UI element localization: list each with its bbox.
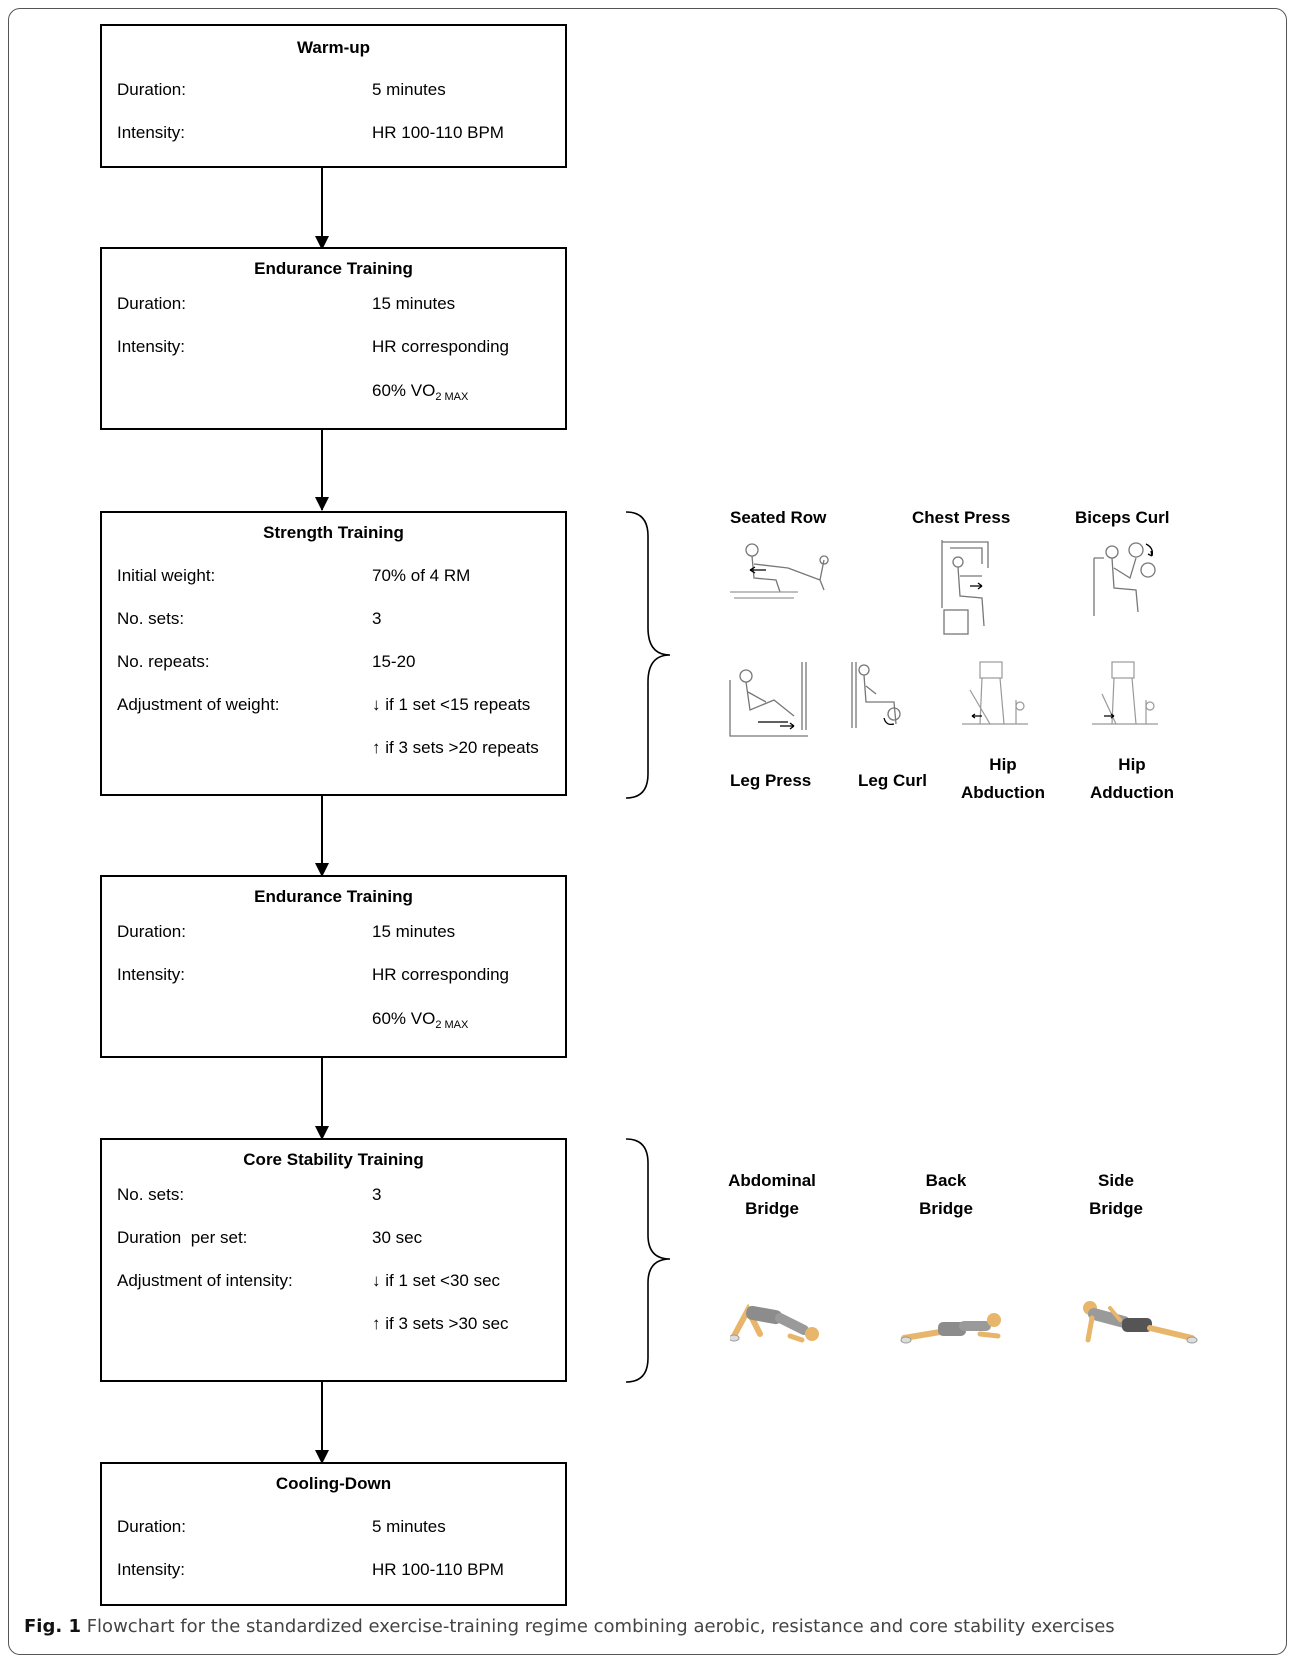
- warmup-title: Warm-up: [296, 38, 371, 57]
- warmup-intensity-label: Intensity:: [117, 123, 186, 142]
- sets-label: No. sets:: [117, 609, 185, 628]
- cooldown-duration-value: 5 minutes: [372, 1517, 446, 1536]
- abdominal-bridge-label: Abdominal Bridge: [722, 1167, 822, 1223]
- cooldown-intensity-value: HR 100-110 BPM: [372, 1560, 504, 1579]
- endurance-1-intensity-value: HR corresponding: [372, 337, 510, 356]
- back-bridge-line-1: Back: [925, 1171, 967, 1190]
- cooldown-duration-label: Duration:: [117, 1517, 186, 1536]
- core-sets-label: No. sets:: [117, 1185, 185, 1204]
- core-title: Core Stability Training: [243, 1150, 424, 1169]
- core-brace: [625, 1138, 671, 1383]
- core-stability-box: Core Stability Training No. sets: 3 Dura…: [100, 1138, 567, 1382]
- endurance-1-duration-label: Duration:: [117, 294, 186, 313]
- side-bridge-illustration: [1083, 1301, 1198, 1344]
- flow-arrow: [315, 1058, 329, 1140]
- vo2-prefix: 60% VO: [372, 1009, 436, 1028]
- endurance-2-intensity-value: HR corresponding: [372, 965, 510, 984]
- seated-row-label: Seated Row: [730, 508, 827, 527]
- vo2-subscript: 2 MAX: [435, 391, 469, 403]
- endurance-1-intensity-label: Intensity:: [117, 337, 186, 356]
- back-bridge-line-2: Bridge: [919, 1199, 973, 1218]
- hip-abduction-illustration: [962, 661, 1028, 725]
- warmup-duration-label: Duration:: [117, 80, 186, 99]
- weight-adjustment-label: Adjustment of weight:: [117, 695, 280, 714]
- hip-adduction-illustration: [1092, 661, 1158, 725]
- warmup-box: Warm-up Duration: 5 minutes Intensity: H…: [100, 24, 567, 168]
- biceps-curl-label: Biceps Curl: [1075, 508, 1170, 527]
- abdominal-bridge-illustration: [730, 1303, 819, 1343]
- core-sets-value: 3: [372, 1185, 382, 1204]
- chest-press-illustration: [941, 540, 989, 635]
- initial-weight-label: Initial weight:: [117, 566, 216, 585]
- figure-frame: [8, 8, 1287, 1655]
- back-bridge-label: Back Bridge: [904, 1167, 988, 1223]
- side-bridge-line-1: Side: [1098, 1171, 1134, 1190]
- weight-increase-rule: ↑ if 3 sets >20 repeats: [372, 738, 539, 757]
- side-bridge-label: Side Bridge: [1074, 1167, 1158, 1223]
- hip-adduction-line-2: Adduction: [1089, 783, 1175, 802]
- repeats-label: No. repeats:: [117, 652, 210, 671]
- chest-press-label: Chest Press: [912, 508, 1011, 527]
- intensity-increase-rule: ↑ if 3 sets >30 sec: [372, 1314, 509, 1333]
- caption-label: Fig. 1: [24, 1616, 81, 1637]
- hip-abduction-line-1: Hip: [989, 755, 1017, 774]
- hip-adduction-label: Hip Adduction: [1085, 751, 1179, 807]
- vo2-prefix: 60% VO: [372, 381, 436, 400]
- figure-caption: Fig. 1 Flowchart for the standardized ex…: [24, 1616, 1115, 1637]
- endurance-1-title: Endurance Training: [254, 259, 413, 278]
- leg-curl-label: Leg Curl: [858, 771, 927, 790]
- hip-abduction-label: Hip Abduction: [958, 751, 1048, 807]
- endurance-training-box-2: Endurance Training Duration: 15 minutes …: [100, 875, 567, 1058]
- hip-adduction-line-1: Hip: [1118, 755, 1146, 774]
- caption-text: Flowchart for the standardized exercise-…: [80, 1616, 1115, 1637]
- initial-weight-value: 70% of 4 RM: [372, 566, 471, 585]
- sets-value: 3: [372, 609, 382, 628]
- leg-curl-illustration: [851, 662, 901, 728]
- back-bridge-illustration: [900, 1313, 1001, 1344]
- cooldown-intensity-label: Intensity:: [117, 1560, 186, 1579]
- endurance-2-duration-label: Duration:: [117, 922, 186, 941]
- side-bridge-line-2: Bridge: [1089, 1199, 1143, 1218]
- warmup-intensity-value: HR 100-110 BPM: [372, 123, 504, 142]
- endurance-2-vo2max: 60% VO2 MAX: [372, 1009, 468, 1031]
- vo2-subscript: 2 MAX: [435, 1019, 469, 1031]
- flow-arrow: [315, 1382, 329, 1464]
- flow-arrow: [315, 796, 329, 877]
- endurance-2-intensity-label: Intensity:: [117, 965, 186, 984]
- intensity-decrease-rule: ↓ if 1 set <30 sec: [372, 1271, 501, 1290]
- leg-press-label: Leg Press: [730, 771, 812, 790]
- cooldown-title: Cooling-Down: [275, 1474, 392, 1493]
- duration-per-set-label: Duration per set:: [117, 1228, 248, 1247]
- endurance-training-box-1: Endurance Training Duration: 15 minutes …: [100, 247, 567, 430]
- cooling-down-box: Cooling-Down Duration: 5 minutes Intensi…: [100, 1462, 567, 1606]
- endurance-1-duration-value: 15 minutes: [372, 294, 456, 313]
- leg-press-illustration: [729, 662, 808, 737]
- flow-arrow: [315, 168, 329, 250]
- abdominal-bridge-line-2: Bridge: [745, 1199, 799, 1218]
- warmup-duration-value: 5 minutes: [372, 80, 446, 99]
- biceps-curl-illustration: [1093, 542, 1156, 616]
- endurance-2-duration-value: 15 minutes: [372, 922, 456, 941]
- duration-per-set-value: 30 sec: [372, 1228, 423, 1247]
- strength-training-box: Strength Training Initial weight: 70% of…: [100, 511, 567, 796]
- abdominal-bridge-line-1: Abdominal: [728, 1171, 816, 1190]
- hip-abduction-line-2: Abduction: [960, 783, 1046, 802]
- strength-brace: [625, 511, 671, 799]
- strength-title: Strength Training: [263, 523, 404, 542]
- endurance-1-vo2max: 60% VO2 MAX: [372, 381, 468, 403]
- endurance-2-title: Endurance Training: [254, 887, 413, 906]
- weight-decrease-rule: ↓ if 1 set <15 repeats: [372, 695, 531, 714]
- seated-row-illustration: [730, 543, 829, 599]
- flow-arrow: [315, 430, 329, 511]
- repeats-value: 15-20: [372, 652, 416, 671]
- intensity-adjustment-label: Adjustment of intensity:: [117, 1271, 293, 1290]
